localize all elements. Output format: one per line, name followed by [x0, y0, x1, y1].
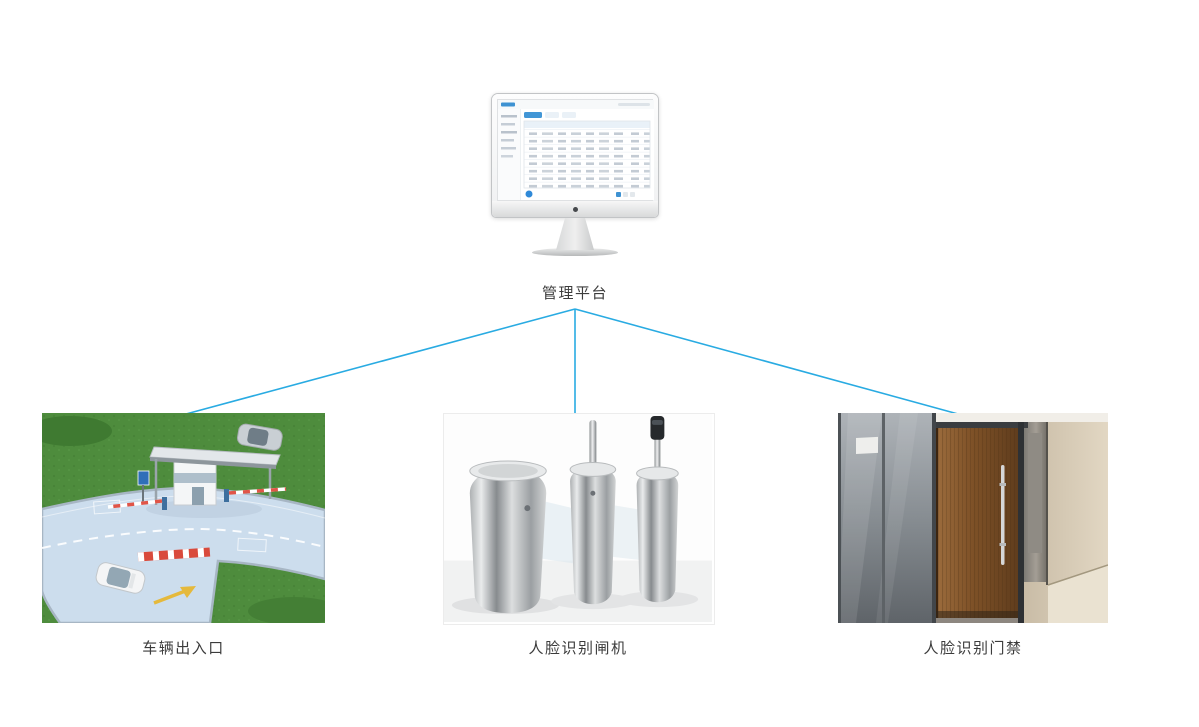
monitor-bezel — [492, 94, 658, 201]
management-software-table — [498, 100, 654, 200]
platform-label: 管理平台 — [541, 285, 608, 302]
monitor-stand — [556, 218, 594, 250]
parking-gate-illustration — [42, 413, 325, 623]
vehicle-entrance-photo — [42, 413, 325, 623]
face-door-access-photo — [838, 413, 1108, 623]
logo-dot-icon — [572, 206, 578, 212]
node-label-face-door-access: 人脸识别门禁 — [923, 640, 1023, 657]
turnstile-gates-illustration — [444, 414, 712, 622]
connector-right — [574, 308, 959, 415]
monitor-screen — [491, 93, 659, 218]
connector-left — [185, 308, 576, 415]
wooden-door-illustration — [838, 413, 1108, 623]
monitor-base — [532, 248, 618, 256]
monitor-chin — [492, 201, 658, 217]
node-label-face-turnstile: 人脸识别闸机 — [528, 640, 628, 657]
management-software-ui — [497, 99, 654, 201]
management-platform-monitor — [491, 93, 659, 256]
face-turnstile-photo — [443, 413, 715, 625]
node-label-vehicle-entrance: 车辆出入口 — [142, 640, 225, 657]
